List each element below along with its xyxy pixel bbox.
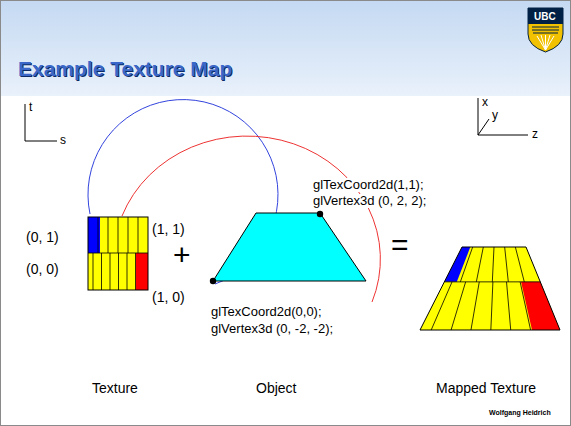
author-credit: Wolfgang Heidrich xyxy=(489,409,551,417)
logo-text: UBC xyxy=(534,11,556,22)
operator-symbol: + xyxy=(172,238,192,271)
mapped-texture xyxy=(420,247,560,330)
axis-label: t xyxy=(29,101,32,114)
slide-title: Example Texture Map xyxy=(18,57,232,81)
code-line: glTexCoord2d(0,0); xyxy=(210,305,323,319)
coord-label: (0, 1) xyxy=(26,230,59,245)
ubc-logo xyxy=(528,8,563,52)
caption-text: Mapped Texture xyxy=(436,381,536,396)
axis-label: s xyxy=(60,134,66,147)
coord-label: (1, 1) xyxy=(152,222,185,237)
code-line: glVertex3d (0, 2, 2); xyxy=(312,194,427,208)
caption-text: Texture xyxy=(92,381,138,396)
red-arc xyxy=(122,136,380,302)
code-line: glVertex3d (0, -2, -2); xyxy=(210,322,334,336)
object-trapezoid xyxy=(213,213,366,281)
axis-label: x xyxy=(482,96,488,109)
axis-label: z xyxy=(532,128,538,141)
code-line: glTexCoord2d(1,1); xyxy=(312,178,425,192)
title-band xyxy=(0,0,571,96)
operator-symbol: = xyxy=(390,228,410,261)
coord-label: (0, 0) xyxy=(26,262,59,277)
coord-label: (1, 0) xyxy=(152,290,185,305)
texture-image xyxy=(88,217,148,290)
vertex-dot xyxy=(317,211,323,217)
caption-text: Object xyxy=(256,381,296,396)
axis-label: y xyxy=(492,109,498,122)
vertex-dot xyxy=(210,278,216,284)
